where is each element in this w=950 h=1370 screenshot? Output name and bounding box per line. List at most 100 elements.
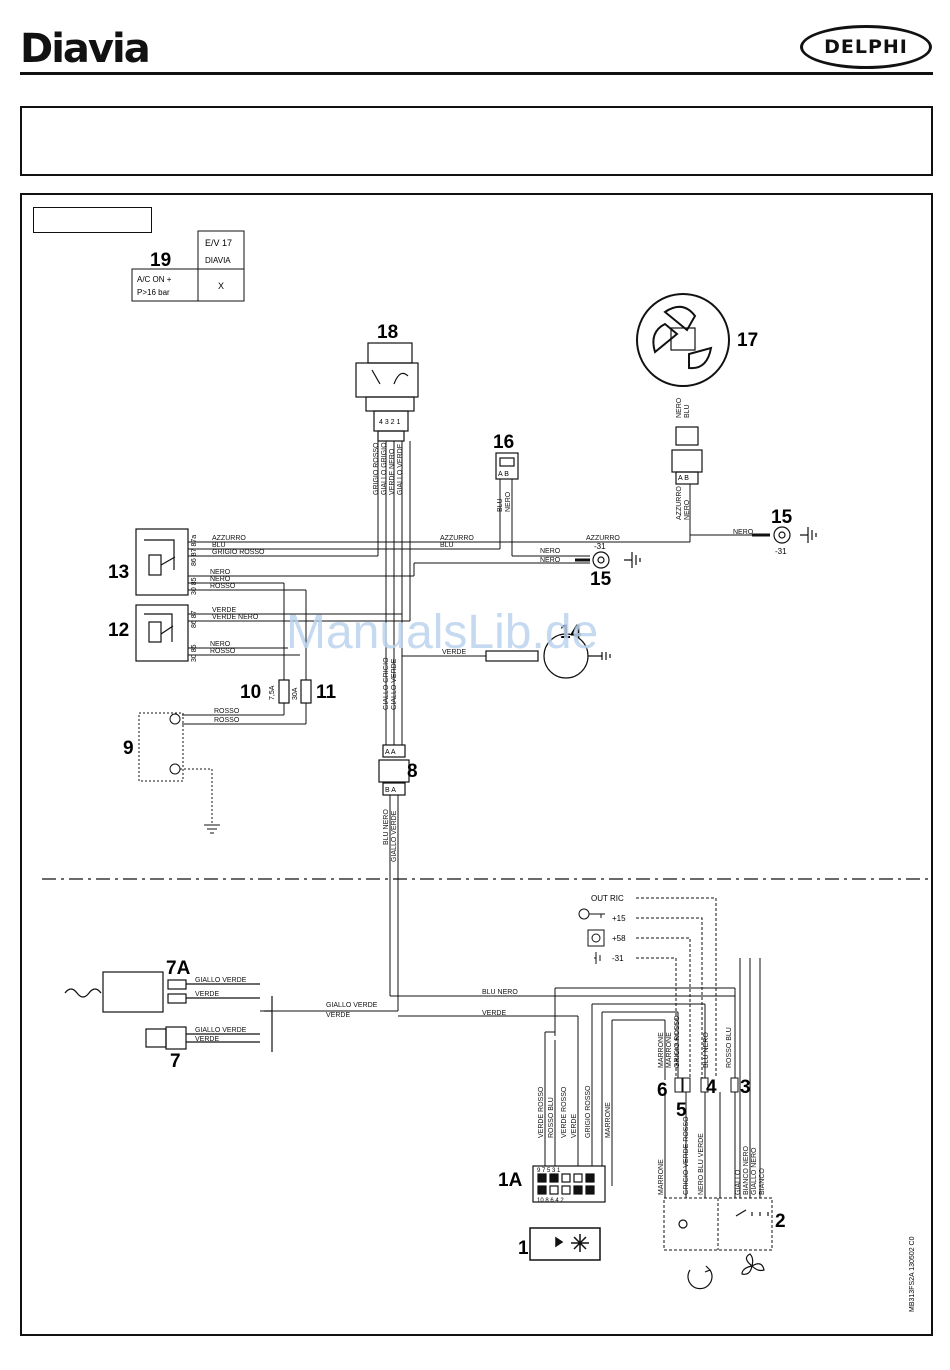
wv-marrone-3: MARRONE: [666, 1032, 673, 1068]
label-8: 8: [407, 761, 418, 782]
label-10: 10: [240, 682, 261, 703]
table-19-header-2: DIAVIA: [205, 256, 231, 265]
c17-pins: A B: [678, 475, 689, 482]
wv-nero-17b: NERO: [684, 499, 691, 520]
label-2: 2: [775, 1211, 786, 1232]
wl-grigio-rosso-1: GRIGIO ROSSO: [212, 549, 265, 556]
c1a-top-pins: 9 7 5 3 1: [537, 1168, 561, 1174]
wv-nero-17: NERO: [676, 397, 683, 418]
wv-rosso-blu-2: ROSSO BLU: [726, 1027, 733, 1068]
wl-azzurro-3: AZZURRO: [586, 535, 620, 542]
wl-giallo-verde-1: GIALLO VERDE: [326, 1002, 378, 1009]
r12-top-pins: 86 87: [191, 610, 198, 628]
wv-giallo-verde-2: GIALLO VERDE: [391, 658, 398, 710]
wv-verde-rosso-2: VERDE ROSSO: [561, 1086, 568, 1138]
connector-17: [671, 426, 703, 485]
pressure-switch-18: [355, 342, 419, 442]
label-7: 7: [170, 1051, 181, 1072]
wv-verde-rosso: VERDE ROSSO: [538, 1086, 545, 1138]
r12-bot-pins: 30 85: [191, 644, 198, 662]
wl-verde-3: VERDE: [326, 1012, 350, 1019]
wl-blu-1: BLU: [212, 542, 226, 549]
wl-verde-nero-1: VERDE NERO: [212, 614, 259, 621]
wl-azzurro-1: AZZURRO: [212, 535, 246, 542]
doc-code: MB313FS2A 130502 C0: [909, 1236, 916, 1312]
wv-giallo-verde-3: GIALLO VERDE: [391, 810, 398, 862]
ground-15b: [752, 526, 817, 544]
label-12: 12: [108, 620, 129, 641]
wire-labels-vertical: GRIGIO ROSSO GIALLO GRIGIO VERDE NERO GI…: [373, 397, 766, 1195]
table-19-row-1: A/C ON +: [137, 275, 172, 284]
connector-16: [495, 452, 519, 480]
wv-blu-17: BLU: [684, 404, 691, 418]
upper-wiring: [182, 441, 770, 1012]
t31-b: -31: [775, 547, 787, 556]
battery-9: [138, 712, 220, 834]
watermark: ManualsLib.de: [286, 606, 599, 659]
control-dashed: [636, 897, 773, 1251]
wl-blu-2: BLU: [440, 542, 454, 549]
wl-verde-2: VERDE: [442, 649, 466, 656]
c8-bot-pins: B A: [385, 787, 396, 794]
wv-nero-blu-verde: NERO BLU VERDE: [698, 1133, 705, 1195]
label-box: [33, 207, 152, 233]
table-19-number: 19: [150, 250, 171, 271]
plus-58: +58: [612, 934, 626, 943]
r13-top-pins: 86 87 87a: [191, 535, 198, 566]
wv-bianco: BIANCO: [759, 1168, 766, 1195]
wl-verde-5: VERDE: [195, 991, 219, 998]
wl-azzurro-2: AZZURRO: [440, 535, 474, 542]
wv-marrone-4: MARRONE: [658, 1159, 665, 1195]
title-box: [20, 106, 933, 176]
label-11: 11: [316, 682, 337, 703]
delphi-logo-text: DELPHI: [824, 36, 908, 58]
label-14: 14: [560, 622, 582, 643]
wl-verde-1: VERDE: [212, 607, 236, 614]
connector-8: [378, 744, 410, 796]
sensor-7: [145, 996, 273, 1052]
wv-grigio-rosso: GRIGIO ROSSO: [373, 442, 380, 495]
table-19-value: X: [218, 281, 224, 291]
connector-1a: [532, 1165, 606, 1203]
wl-giallo-verde-2: GIALLO VERDE: [195, 977, 247, 984]
wv-rosso-blu: ROSSO BLU: [548, 1097, 555, 1138]
label-18: 18: [377, 322, 398, 343]
fuse-11-rating: 30A: [292, 687, 299, 700]
wv-giallo: GIALLO: [735, 1169, 742, 1195]
inline-fuses: [674, 1077, 739, 1093]
delphi-logo: DELPHI: [800, 25, 932, 69]
c8-top-pins: A A: [385, 749, 396, 756]
relay-12: [135, 604, 189, 662]
wv-nero-16: NERO: [505, 491, 512, 512]
wl-rosso-2: ROSSO: [210, 648, 236, 655]
wv-verde: VERDE: [571, 1114, 578, 1138]
wl-rosso-3: ROSSO: [214, 708, 240, 715]
fuses: [278, 679, 312, 704]
c1a-bot-pins: 10 8 6 4 2: [537, 1198, 564, 1204]
label-1a: 1A: [498, 1170, 523, 1191]
wl-nero-2: NERO: [210, 576, 231, 583]
relay-13: [135, 528, 189, 596]
label-13: 13: [108, 562, 129, 583]
wl-verde-6: VERDE: [195, 1036, 219, 1043]
blower-switch-2: [678, 1209, 769, 1290]
label-6: 6: [657, 1080, 668, 1101]
wv-marrone: MARRONE: [605, 1102, 612, 1138]
wire-labels-upper: AZZURRO BLU GRIGIO ROSSO AZZURRO BLU AZZ…: [195, 529, 754, 1043]
label-7a: 7A: [166, 958, 191, 979]
wl-blu-nero-1: BLU NERO: [482, 989, 518, 996]
ground-15a: [575, 551, 641, 569]
table-19: [131, 230, 245, 302]
lower-wiring: [398, 958, 761, 1198]
minus-31: -31: [612, 954, 624, 963]
wv-giallo-grigio: GIALLO GRIGIO: [381, 442, 388, 495]
wv-giallo-grigio-2: GIALLO GRIGIO: [383, 657, 390, 710]
wv-grigio-rosso-3: GRIGIO ROSSO: [674, 1015, 681, 1068]
t31-a: -31: [594, 542, 606, 551]
c16-pins: A B: [498, 471, 509, 478]
wl-nero-1: NERO: [210, 569, 231, 576]
wv-grigio-verde-rosso: GRIGIO VERDE ROSSO: [683, 1116, 690, 1195]
wl-rosso-1: ROSSO: [210, 583, 236, 590]
fan-motor-17: [636, 293, 730, 387]
